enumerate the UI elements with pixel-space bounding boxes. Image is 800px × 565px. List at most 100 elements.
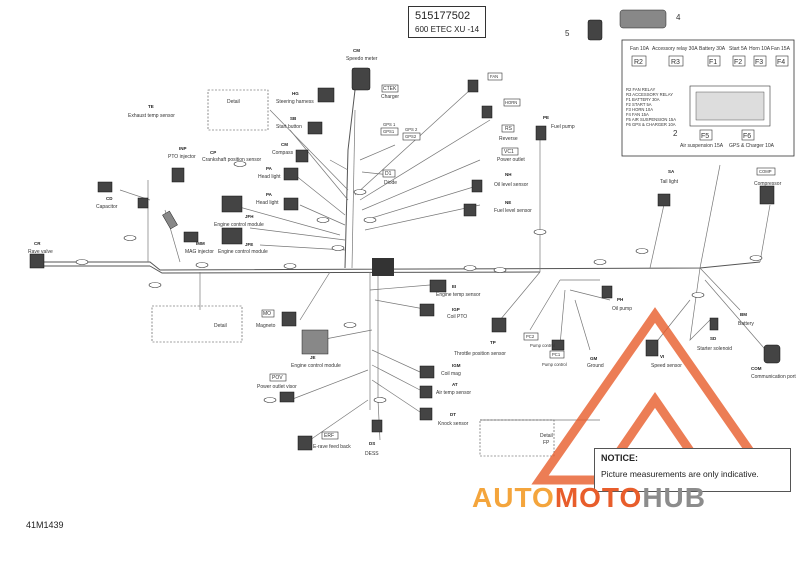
ground-label: Ground [587, 363, 604, 369]
pov-label: Power outlet visor [257, 384, 297, 390]
power-outlet-code: VC1 [504, 149, 514, 155]
erf-code: ERF [324, 433, 334, 439]
ecm2-code: JFE [245, 242, 253, 247]
coil-mag-code: IGM [452, 363, 461, 368]
crank-code: CP [210, 150, 216, 155]
ecm3-label: Engine control module [291, 363, 341, 369]
steering-code: HG [292, 91, 299, 96]
magneto-label: Magneto [256, 323, 276, 329]
fuel-pump-code: PE [543, 115, 549, 120]
air-temp-label: Air temp sensor [436, 390, 471, 396]
detail-box-steering [207, 89, 269, 131]
fuse-legend-5: F4 FAN 15A [626, 112, 649, 117]
fuse-legend-3: F2 START 5A [626, 102, 652, 107]
detail-box-mag [151, 305, 243, 343]
fuse-label-r3: Accessory relay 30A [652, 46, 698, 52]
fuse-tag-r2 [631, 55, 647, 67]
reverse-label: Reverse [499, 136, 518, 142]
wire-tags [75, 161, 763, 403]
tail-code: SA [668, 169, 675, 174]
title-box: 515177502 600 ETEC XU -14 [408, 6, 486, 38]
headlight2-connector [283, 197, 299, 211]
compressor-connector [759, 185, 775, 205]
capacitor-code: CD [106, 196, 113, 201]
speedo-label: Speedo meter [346, 56, 378, 62]
coil-pto-label: Coil PTO [447, 314, 467, 320]
speedo-connector [351, 67, 371, 91]
speed-connector [645, 339, 659, 357]
compressor-label: Compressor [754, 181, 782, 187]
power-outlet-tag [501, 147, 519, 156]
ecm1-label: Engine control module [214, 222, 264, 228]
headlight1-code: PA [266, 166, 273, 171]
mag-label: MAG injector [185, 249, 214, 255]
fuse-tag-f2 [732, 55, 746, 67]
detail-mag-label: Detail [214, 323, 227, 329]
headlight2-code: PA [266, 192, 273, 197]
diode-code: D1 [385, 171, 392, 177]
pc1-tag [549, 350, 565, 359]
dess-connector [371, 419, 383, 433]
fuse-code-f5: F5 [701, 133, 709, 140]
fuse-legend-2: F1 BATTERY 30A [626, 97, 660, 102]
fuse-tag-f6 [741, 129, 755, 141]
rave-code: CR [34, 241, 41, 246]
fan-connector [467, 79, 479, 93]
tail-label: Tail light [660, 179, 679, 185]
fuse-label-f4: Fan 15A [771, 46, 791, 52]
fuel-level-connector [463, 203, 477, 217]
pc1-connector [551, 339, 565, 351]
ctek-label: Charger [381, 94, 399, 100]
rave-connector [29, 253, 45, 269]
watermark-brand: AUTOMOTOHUB [472, 482, 706, 514]
fuse-code-r2: R2 [634, 59, 643, 66]
fuse-label-f1: Battery 30A [699, 46, 726, 52]
erf-tag [321, 431, 339, 440]
steering-connector [317, 87, 335, 103]
headlight1-label: Head light [258, 174, 281, 180]
diode-tag [382, 169, 396, 178]
notice-text: Picture measurements are only indicative… [601, 469, 759, 479]
fuse-tag-f3 [753, 55, 767, 67]
air-temp-code: AT [452, 382, 458, 387]
solenoid-connector [709, 317, 719, 331]
com-connector [763, 344, 781, 364]
fuse-tag-f5 [699, 129, 713, 141]
fuel-level-code: NE [505, 200, 511, 205]
fuse-label-f5: Air suspension 15A [680, 143, 724, 149]
battery-label: Battery [738, 321, 754, 327]
brand-part3: HUB [642, 482, 706, 513]
ecm3-code: JE [310, 355, 316, 360]
headlight2-label: Head light [256, 200, 279, 206]
horn-connector [481, 105, 493, 119]
fuel-pump-label: Fuel pump [551, 124, 575, 130]
coil-mag-label: Coil mag [441, 371, 461, 377]
gps2-label: GPS 2 [405, 127, 418, 132]
exhaust-label: Exhaust temp sensor [128, 113, 175, 119]
brand-part2: MOTO [554, 482, 643, 513]
model-name: 600 ETEC XU -14 [415, 25, 480, 34]
pto-label: PTO injector [168, 154, 196, 160]
coil-pto-connector [419, 303, 435, 317]
engine-temp-connector [429, 279, 447, 293]
compass-connector [295, 149, 309, 163]
callout-2: 2 [673, 129, 678, 138]
fuel-level-label: Fuel level sensor [494, 208, 532, 214]
relay-item-5 [587, 19, 603, 41]
start-label: Start button [276, 124, 302, 130]
dess-label: DESS [365, 451, 379, 457]
tps-code: TP [490, 340, 496, 345]
fuse-tag-f4 [775, 55, 789, 67]
speed-label: Speed sensor [651, 363, 682, 369]
pc1-label: Pump control [542, 362, 567, 367]
ecm1-code: JFH [245, 214, 254, 219]
exhaust-code: TE [148, 104, 154, 109]
detail-box-fp [479, 419, 555, 457]
gps1-code: GPS1 [383, 129, 395, 134]
pov-tag [269, 373, 287, 382]
compressor-tag [756, 167, 776, 176]
fuse-tag-r3 [668, 55, 684, 67]
horn-code: HORN [505, 100, 517, 105]
capacitor-connector [97, 181, 113, 193]
